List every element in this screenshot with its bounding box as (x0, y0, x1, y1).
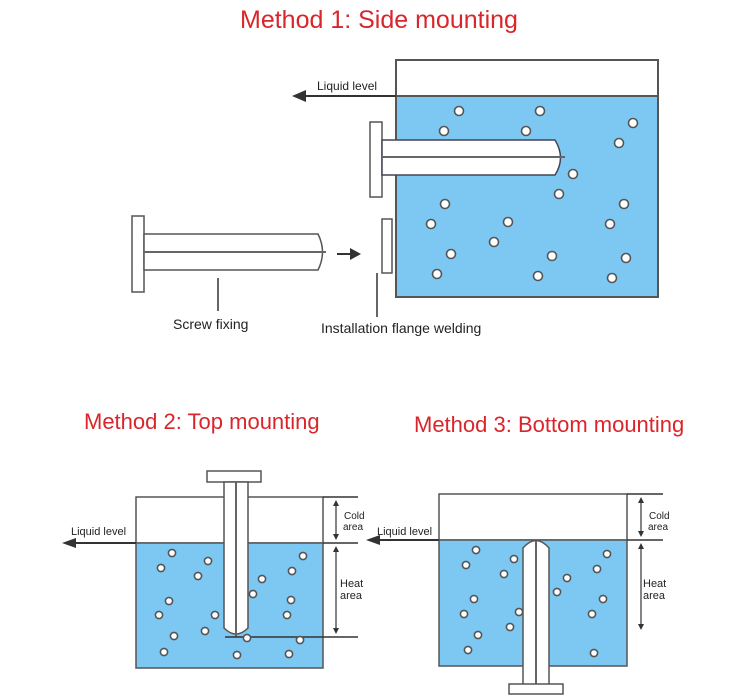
bubble (200, 626, 210, 636)
bubble (248, 589, 258, 599)
heater2-flange (206, 470, 262, 483)
bubble (438, 125, 450, 137)
bubble (431, 268, 443, 280)
bubble (471, 545, 481, 555)
bubble (592, 564, 602, 574)
bubble (425, 218, 437, 230)
bubble (156, 563, 166, 573)
bubble (502, 216, 514, 228)
bubble (210, 610, 220, 620)
bubble (618, 198, 630, 210)
bubble (469, 594, 479, 604)
arrow-head-icon (366, 535, 380, 545)
bubble (514, 607, 524, 617)
bubble (154, 610, 164, 620)
heat-area-label: Heat (643, 578, 666, 590)
method3-diagram: Liquid level Cold area Heat area (366, 493, 670, 695)
bubble (445, 248, 457, 260)
cold-area-label: Cold (649, 511, 670, 522)
liquid-level-label: Liquid level (71, 526, 126, 538)
bubble (589, 648, 599, 658)
heat-area-label: Heat (340, 578, 363, 590)
flange-welding-label: Installation flange welding (321, 320, 481, 336)
bubble (534, 105, 546, 117)
bubble (232, 650, 242, 660)
bubble (613, 137, 625, 149)
bubbles (459, 545, 612, 658)
svg-text:area: area (340, 590, 363, 602)
heater3-flange (508, 683, 564, 695)
bubble (562, 573, 572, 583)
svg-text:area: area (648, 522, 668, 533)
bubble (553, 188, 565, 200)
tank1-headspace (395, 59, 659, 97)
welded-flange (381, 218, 393, 274)
bubble (164, 596, 174, 606)
bubbles (154, 548, 308, 660)
bubble (284, 649, 294, 659)
bubble (602, 549, 612, 559)
bubble (167, 548, 177, 558)
bubble (286, 595, 296, 605)
bubble (298, 551, 308, 561)
bubble (509, 554, 519, 564)
bubble (606, 272, 618, 284)
bubble (473, 630, 483, 640)
bubble (604, 218, 616, 230)
insert-arrow-icon (350, 248, 361, 260)
bubble (169, 631, 179, 641)
cold-area-label: Cold (344, 511, 365, 522)
bubble (287, 566, 297, 576)
bubble (505, 622, 515, 632)
bubble (193, 571, 203, 581)
bubble (620, 252, 632, 264)
bubble (627, 117, 639, 129)
bubble (546, 250, 558, 262)
method2-diagram: Liquid level Cold area Heat area (62, 470, 365, 669)
bubble (532, 270, 544, 282)
bubble (439, 198, 451, 210)
method2-title: Method 2: Top mounting (84, 409, 320, 434)
arrow-head-icon (292, 90, 306, 102)
svg-text:area: area (343, 522, 363, 533)
bubble (567, 168, 579, 180)
bubble (488, 236, 500, 248)
bubble (453, 105, 465, 117)
liquid-level-label: Liquid level (317, 79, 377, 93)
bubble (520, 125, 532, 137)
bubble (499, 569, 509, 579)
method3-title: Method 3: Bottom mounting (414, 412, 685, 437)
bubble (461, 560, 471, 570)
bubble (459, 609, 469, 619)
arrow-head-icon (62, 538, 76, 548)
bubble (282, 610, 292, 620)
bubble (242, 633, 252, 643)
heater1-flange (369, 121, 383, 198)
liquid-level-label: Liquid level (377, 526, 432, 538)
method1-title: Method 1: Side mounting (240, 6, 518, 34)
bubble (598, 594, 608, 604)
screw-fixing-label: Screw fixing (173, 316, 248, 332)
bubble (295, 635, 305, 645)
bubble (552, 587, 562, 597)
bubble (587, 609, 597, 619)
bubbles (425, 105, 639, 284)
bubble (159, 647, 169, 657)
tank3-headspace (438, 493, 628, 541)
heater-screw-flange (131, 215, 145, 293)
svg-text:area: area (643, 590, 666, 602)
method1-diagram: Liquid level Screw fixing Installation f… (131, 59, 659, 336)
bubble (463, 645, 473, 655)
bubble (203, 556, 213, 566)
bubble (257, 574, 267, 584)
